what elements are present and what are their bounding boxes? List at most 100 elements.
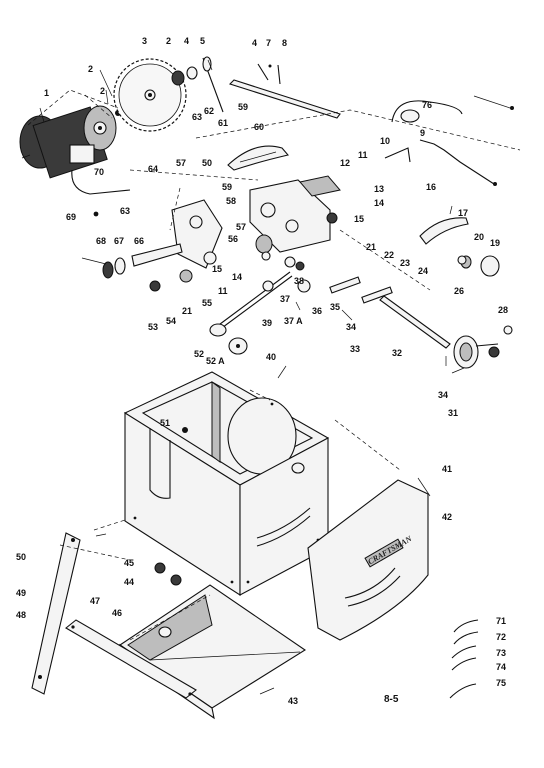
part-label-52: 52 bbox=[194, 349, 204, 359]
long-shaft bbox=[228, 79, 341, 119]
part-label-36: 36 bbox=[312, 306, 322, 316]
part-label-63b: 63 bbox=[120, 206, 130, 216]
part-label-15b: 15 bbox=[212, 264, 222, 274]
part-label-50b: 50 bbox=[16, 552, 26, 562]
part-label-39: 39 bbox=[262, 318, 272, 328]
part-label-14: 14 bbox=[374, 198, 384, 208]
part-label-68: 68 bbox=[96, 236, 106, 246]
bolt-set bbox=[449, 619, 479, 699]
part-label-59: 59 bbox=[238, 102, 248, 112]
small-hardware bbox=[93, 64, 513, 586]
part-label-11b: 11 bbox=[218, 286, 228, 296]
part-label-37: 37 bbox=[280, 294, 290, 304]
part-label-74: 74 bbox=[496, 662, 506, 672]
part-label-2c: 2 bbox=[166, 36, 171, 46]
part-label-52a: 52 A bbox=[206, 356, 225, 366]
part-label-60: 60 bbox=[254, 122, 264, 132]
part-label-1: 1 bbox=[44, 88, 49, 98]
part-label-61: 61 bbox=[218, 118, 228, 128]
part-label-54: 54 bbox=[166, 316, 176, 326]
part-label-40: 40 bbox=[266, 352, 276, 362]
part-label-55: 55 bbox=[202, 298, 212, 308]
part-label-4b: 4 bbox=[252, 38, 257, 48]
part-label-33: 33 bbox=[350, 344, 360, 354]
part-label-21: 21 bbox=[366, 242, 376, 252]
part-label-7: 7 bbox=[266, 38, 271, 48]
part-label-26: 26 bbox=[454, 286, 464, 296]
part-label-57: 57 bbox=[176, 158, 186, 168]
part-label-23: 23 bbox=[400, 258, 410, 268]
motor-assembly bbox=[19, 105, 131, 195]
side-cover-panel: CRAFTSMAN bbox=[307, 479, 429, 641]
part-label-32: 32 bbox=[392, 348, 402, 358]
part-label-51: 51 bbox=[160, 418, 170, 428]
part-label-3: 3 bbox=[142, 36, 147, 46]
part-label-17: 17 bbox=[458, 208, 468, 218]
part-label-73: 73 bbox=[496, 648, 506, 658]
part-label-34: 34 bbox=[346, 322, 356, 332]
bottom-dust-tray bbox=[119, 584, 307, 720]
part-label-47: 47 bbox=[90, 596, 100, 606]
part-label-48: 48 bbox=[16, 610, 26, 620]
pulley-bracket bbox=[419, 217, 500, 277]
part-label-76: 76 bbox=[422, 100, 432, 110]
part-label-38: 38 bbox=[294, 276, 304, 286]
trunnion-housing bbox=[249, 175, 341, 253]
part-label-14b: 14 bbox=[232, 272, 242, 282]
part-label-21b: 21 bbox=[182, 306, 192, 316]
part-label-43: 43 bbox=[288, 696, 298, 706]
part-label-19: 19 bbox=[490, 238, 500, 248]
leader-lines bbox=[27, 59, 521, 695]
motor-arm bbox=[171, 199, 273, 269]
part-label-10: 10 bbox=[380, 136, 390, 146]
part-label-49: 49 bbox=[16, 588, 26, 598]
handwheel bbox=[453, 335, 500, 369]
part-label-28: 28 bbox=[498, 305, 508, 315]
part-label-42: 42 bbox=[442, 512, 452, 522]
part-label-59b: 59 bbox=[222, 182, 232, 192]
cabinet-base bbox=[123, 371, 330, 597]
part-label-66: 66 bbox=[134, 236, 144, 246]
part-label-16: 16 bbox=[426, 182, 436, 192]
stand-leg bbox=[31, 532, 81, 695]
part-label-56: 56 bbox=[228, 234, 238, 244]
part-label-9: 9 bbox=[420, 128, 425, 138]
part-label-34b: 34 bbox=[438, 390, 448, 400]
part-label-13: 13 bbox=[374, 184, 384, 194]
part-label-70: 70 bbox=[94, 167, 104, 177]
page-number-label: 8-5 bbox=[384, 694, 399, 705]
tilt-crank bbox=[384, 139, 497, 186]
part-label-64: 64 bbox=[148, 164, 158, 174]
part-label-15: 15 bbox=[354, 214, 364, 224]
part-label-5: 5 bbox=[200, 36, 205, 46]
part-label-11: 11 bbox=[358, 150, 368, 160]
part-label-4: 4 bbox=[184, 36, 189, 46]
blade-guard bbox=[227, 145, 290, 171]
part-number-labels: 1 2 2 3 2 4 5 4 7 8 63 62 61 59 60 70 76… bbox=[16, 36, 508, 706]
part-label-69: 69 bbox=[66, 212, 76, 222]
elevation-rod bbox=[209, 271, 293, 355]
part-label-2b: 2 bbox=[100, 86, 105, 96]
part-label-46: 46 bbox=[112, 608, 122, 618]
part-label-50: 50 bbox=[202, 158, 212, 168]
part-label-24: 24 bbox=[418, 266, 428, 276]
power-cable bbox=[391, 95, 514, 123]
part-label-57b: 57 bbox=[236, 222, 246, 232]
part-label-31: 31 bbox=[448, 408, 458, 418]
part-label-67: 67 bbox=[114, 236, 124, 246]
bottom-brace bbox=[65, 619, 197, 699]
part-label-71: 71 bbox=[496, 616, 506, 626]
part-label-45: 45 bbox=[124, 558, 134, 568]
part-label-37a: 37 A bbox=[284, 316, 303, 326]
part-label-62: 62 bbox=[204, 106, 214, 116]
part-label-22: 22 bbox=[384, 250, 394, 260]
part-label-35: 35 bbox=[330, 302, 340, 312]
part-label-41: 41 bbox=[442, 464, 452, 474]
part-label-63: 63 bbox=[192, 112, 202, 122]
part-label-12: 12 bbox=[340, 158, 350, 168]
part-label-20: 20 bbox=[474, 232, 484, 242]
tilt-rod bbox=[379, 295, 451, 349]
part-label-44: 44 bbox=[124, 577, 134, 587]
arbor-hardware bbox=[171, 56, 281, 113]
